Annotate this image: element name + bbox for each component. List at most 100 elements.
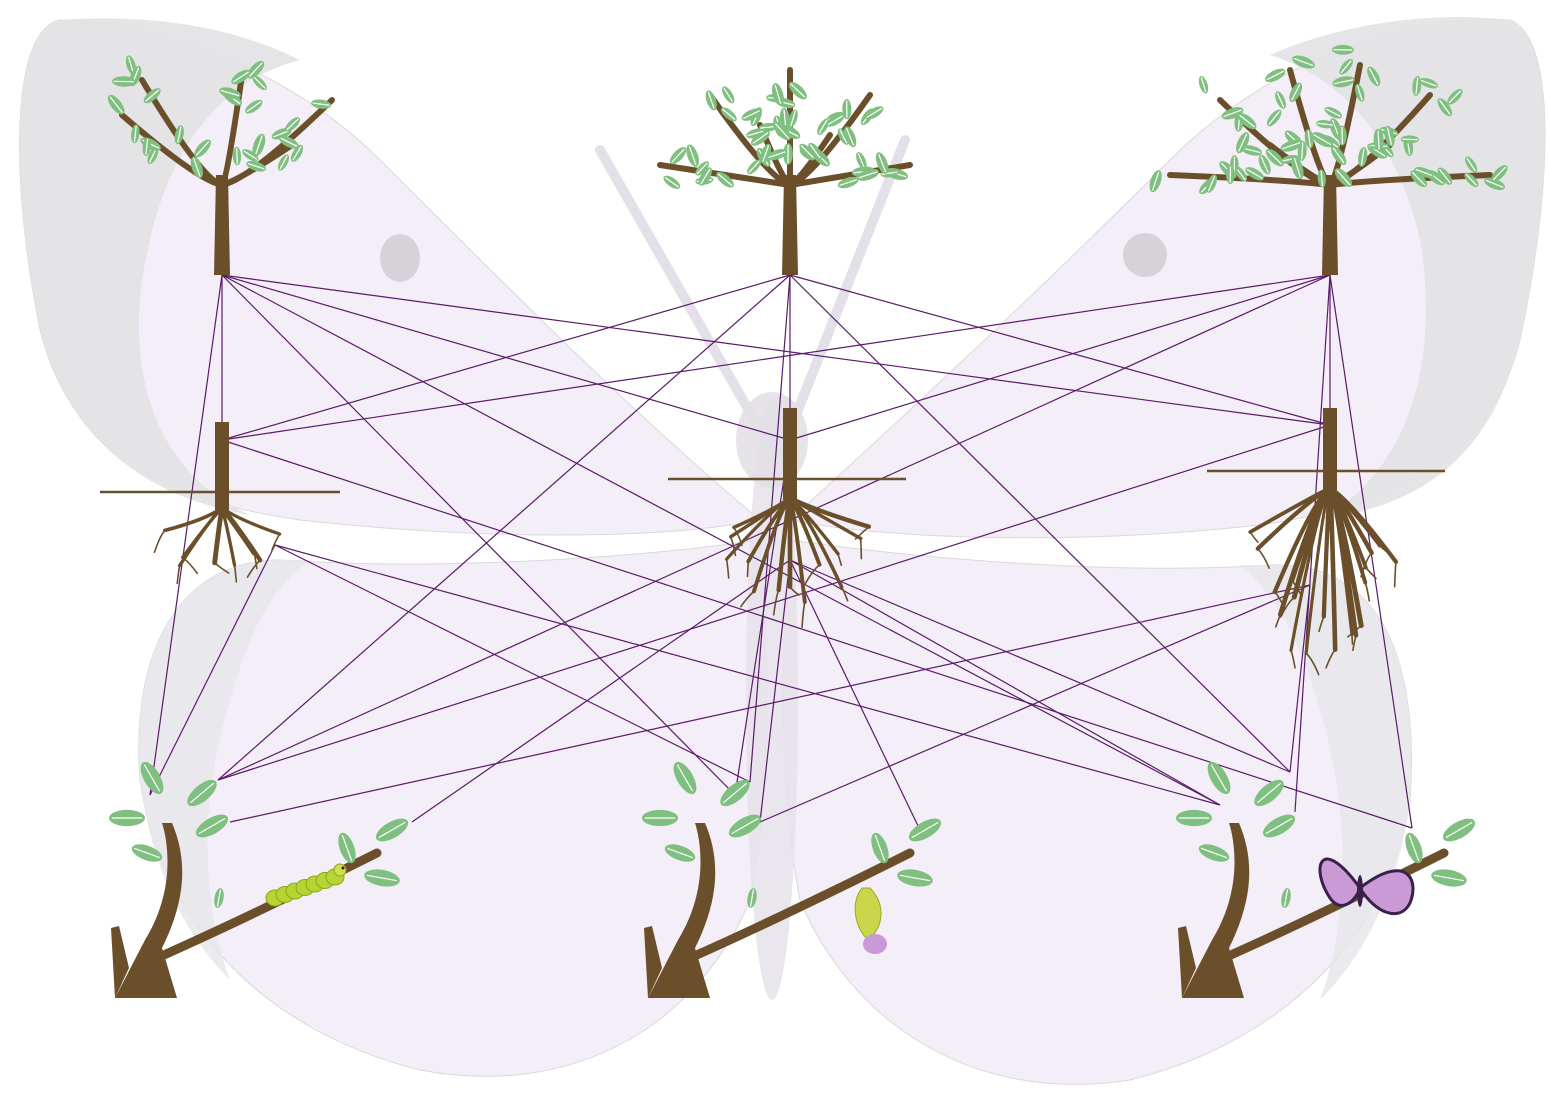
connection-line [229, 584, 1311, 823]
leaf [1198, 844, 1230, 862]
root-hair [213, 562, 230, 574]
branch-butterfly [1176, 761, 1476, 998]
butterfly-icon [1318, 857, 1415, 916]
root-hair [746, 560, 750, 578]
connection-line [221, 274, 1221, 806]
leaf [771, 83, 784, 106]
root-hair [181, 556, 199, 575]
chrysalis-icon [854, 887, 887, 954]
leaf [1289, 82, 1303, 103]
leaf [721, 86, 735, 104]
leaf [107, 94, 125, 115]
branch-stem [115, 823, 183, 998]
root-strand [1248, 486, 1332, 534]
leaf [669, 147, 687, 165]
root-hair [739, 590, 755, 608]
leaf [1331, 146, 1347, 166]
leaf [837, 176, 859, 189]
leaf [142, 137, 151, 156]
leaf [664, 844, 696, 862]
root-hair [1364, 581, 1371, 602]
root-hair [804, 563, 821, 586]
leaf [1176, 809, 1212, 827]
root-hair [801, 601, 806, 629]
leaf [817, 118, 829, 135]
leaf [746, 128, 766, 139]
stem [783, 408, 797, 500]
connection-line [217, 274, 791, 781]
root-hair [789, 585, 801, 596]
leaf [783, 143, 793, 165]
connection-line [1289, 584, 1311, 773]
leaf [195, 814, 229, 838]
wing-spot-right [1123, 233, 1167, 277]
tree-branch [219, 142, 295, 188]
root-hair [729, 535, 737, 557]
leaf [190, 156, 203, 179]
leaf [1304, 129, 1314, 149]
leaf [1291, 156, 1304, 180]
leaf [1280, 139, 1302, 152]
leaf [1367, 66, 1381, 87]
leaf [1484, 177, 1506, 191]
leaf [214, 888, 224, 908]
root-hair [1352, 634, 1357, 652]
leaf [705, 90, 717, 111]
leaf [1254, 779, 1284, 807]
connection-line [734, 439, 791, 796]
trunk [214, 175, 230, 275]
leaf [897, 869, 933, 887]
leaf [1431, 869, 1467, 887]
connection-line [221, 274, 1331, 441]
leaf [131, 124, 140, 144]
root-hair [1290, 649, 1296, 669]
leaf [642, 809, 678, 827]
leaf [1149, 170, 1162, 193]
leaf [252, 133, 266, 157]
leaf [686, 144, 699, 167]
leaf [1281, 888, 1291, 908]
leaf [842, 99, 852, 120]
leaf [143, 88, 161, 104]
leaf [871, 832, 889, 864]
root-hair [1393, 561, 1397, 588]
leaf [695, 161, 710, 176]
leaf [1262, 814, 1296, 838]
leaf [1236, 132, 1250, 154]
branch-arm [685, 848, 915, 963]
leaf [279, 135, 299, 149]
leaf [808, 142, 822, 160]
leaf [290, 144, 304, 162]
leaf [1491, 165, 1508, 182]
connection-line [789, 274, 1331, 426]
branch-stem [648, 823, 716, 998]
connection-line [759, 559, 791, 823]
leaf [788, 81, 807, 100]
connection-line [217, 424, 1331, 781]
leaf [112, 76, 136, 87]
leaf [758, 122, 778, 132]
tree-branch [1327, 172, 1493, 188]
branch-chrysalis [642, 761, 942, 998]
leaf [1410, 170, 1428, 188]
leaf [1339, 58, 1353, 75]
leaf [1265, 148, 1284, 167]
leaf [311, 99, 332, 109]
caterpillar-icon [265, 863, 347, 907]
tree-branch [1267, 142, 1333, 188]
branch-arm [1219, 848, 1449, 963]
leaf [1373, 128, 1384, 151]
root-hair [246, 559, 261, 578]
root-hair [725, 558, 730, 579]
leaf [747, 888, 757, 908]
leaf [1292, 55, 1315, 69]
stem [1323, 408, 1337, 490]
leaf [1207, 761, 1231, 795]
root-row [100, 408, 1445, 676]
connection-line [221, 274, 736, 796]
leaf [750, 130, 770, 146]
leaf [232, 146, 242, 166]
leaf [720, 779, 750, 807]
leaf [698, 167, 713, 186]
